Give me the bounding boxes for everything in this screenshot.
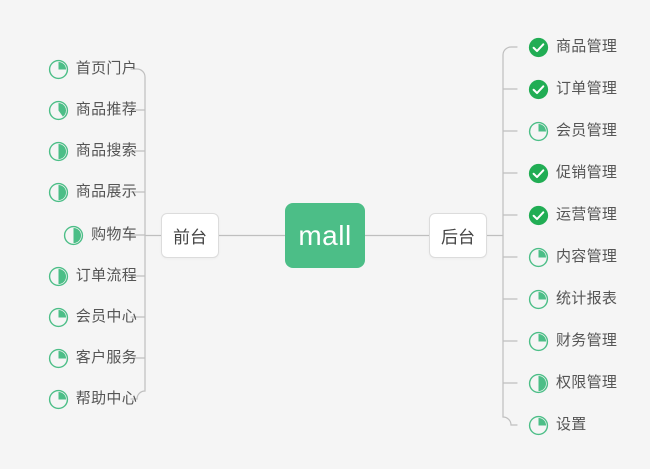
status-progress-icon	[48, 59, 68, 79]
leaf-item[interactable]: 订单流程	[48, 261, 137, 291]
branch-node-backend[interactable]: 后台	[429, 213, 487, 258]
branch-node-frontend[interactable]: 前台	[161, 213, 219, 258]
leaf-item-label: 帮助中心	[75, 390, 137, 407]
leaf-item-label: 运营管理	[556, 206, 618, 223]
leaf-item[interactable]: 商品管理	[528, 32, 617, 62]
leaf-item[interactable]: 商品推荐	[48, 95, 137, 125]
status-progress-icon	[528, 289, 549, 309]
status-progress-icon	[528, 415, 549, 435]
leaf-item[interactable]: 促销管理	[528, 158, 617, 188]
status-progress-icon	[528, 247, 549, 267]
leaf-item[interactable]: 会员管理	[528, 116, 617, 146]
status-progress-icon	[48, 141, 68, 161]
leaf-item[interactable]: 运营管理	[528, 200, 617, 230]
leaf-item-label: 权限管理	[556, 374, 618, 391]
root-node-mall[interactable]: mall	[285, 203, 365, 268]
leaf-item[interactable]: 商品展示	[48, 177, 137, 207]
status-progress-icon	[528, 331, 549, 351]
leaf-item-label: 促销管理	[556, 164, 618, 181]
leaf-item[interactable]: 购物车	[63, 220, 137, 250]
leaf-item[interactable]: 首页门户	[48, 54, 137, 84]
status-done-icon	[528, 163, 549, 183]
status-progress-icon	[48, 266, 68, 286]
status-done-icon	[528, 79, 549, 99]
leaf-item-label: 会员管理	[556, 122, 618, 139]
leaf-item-label: 商品搜索	[75, 142, 137, 159]
status-progress-icon	[528, 121, 549, 141]
leaf-item-label: 商品管理	[556, 38, 618, 55]
status-progress-icon	[528, 373, 549, 393]
leaf-item-label: 设置	[556, 416, 587, 433]
leaf-item[interactable]: 会员中心	[48, 302, 137, 332]
leaf-item[interactable]: 设置	[528, 410, 587, 440]
leaf-item-label: 客户服务	[75, 349, 137, 366]
leaf-item[interactable]: 权限管理	[528, 368, 617, 398]
status-progress-icon	[48, 307, 68, 327]
status-progress-icon	[48, 348, 68, 368]
leaf-item[interactable]: 商品搜索	[48, 136, 137, 166]
status-progress-icon	[48, 100, 68, 120]
leaf-item-label: 统计报表	[556, 290, 618, 307]
leaf-item[interactable]: 内容管理	[528, 242, 617, 272]
leaf-item[interactable]: 客户服务	[48, 343, 137, 373]
leaf-item[interactable]: 财务管理	[528, 326, 617, 356]
leaf-item-label: 订单管理	[556, 80, 618, 97]
leaf-item-label: 内容管理	[556, 248, 618, 265]
status-done-icon	[528, 205, 549, 225]
leaf-item[interactable]: 统计报表	[528, 284, 617, 314]
leaf-item[interactable]: 订单管理	[528, 74, 617, 104]
status-progress-icon	[48, 182, 68, 202]
leaf-item-label: 财务管理	[556, 332, 618, 349]
status-progress-icon	[48, 389, 68, 409]
leaf-item-label: 商品推荐	[75, 101, 137, 118]
leaf-item-label: 会员中心	[75, 308, 137, 325]
status-done-icon	[528, 37, 549, 57]
leaf-item-label: 订单流程	[75, 267, 137, 284]
leaf-item-label: 购物车	[91, 226, 137, 243]
leaf-item-label: 商品展示	[75, 183, 137, 200]
leaf-item-label: 首页门户	[75, 60, 137, 77]
leaf-item[interactable]: 帮助中心	[48, 384, 137, 414]
status-progress-icon	[63, 225, 84, 245]
